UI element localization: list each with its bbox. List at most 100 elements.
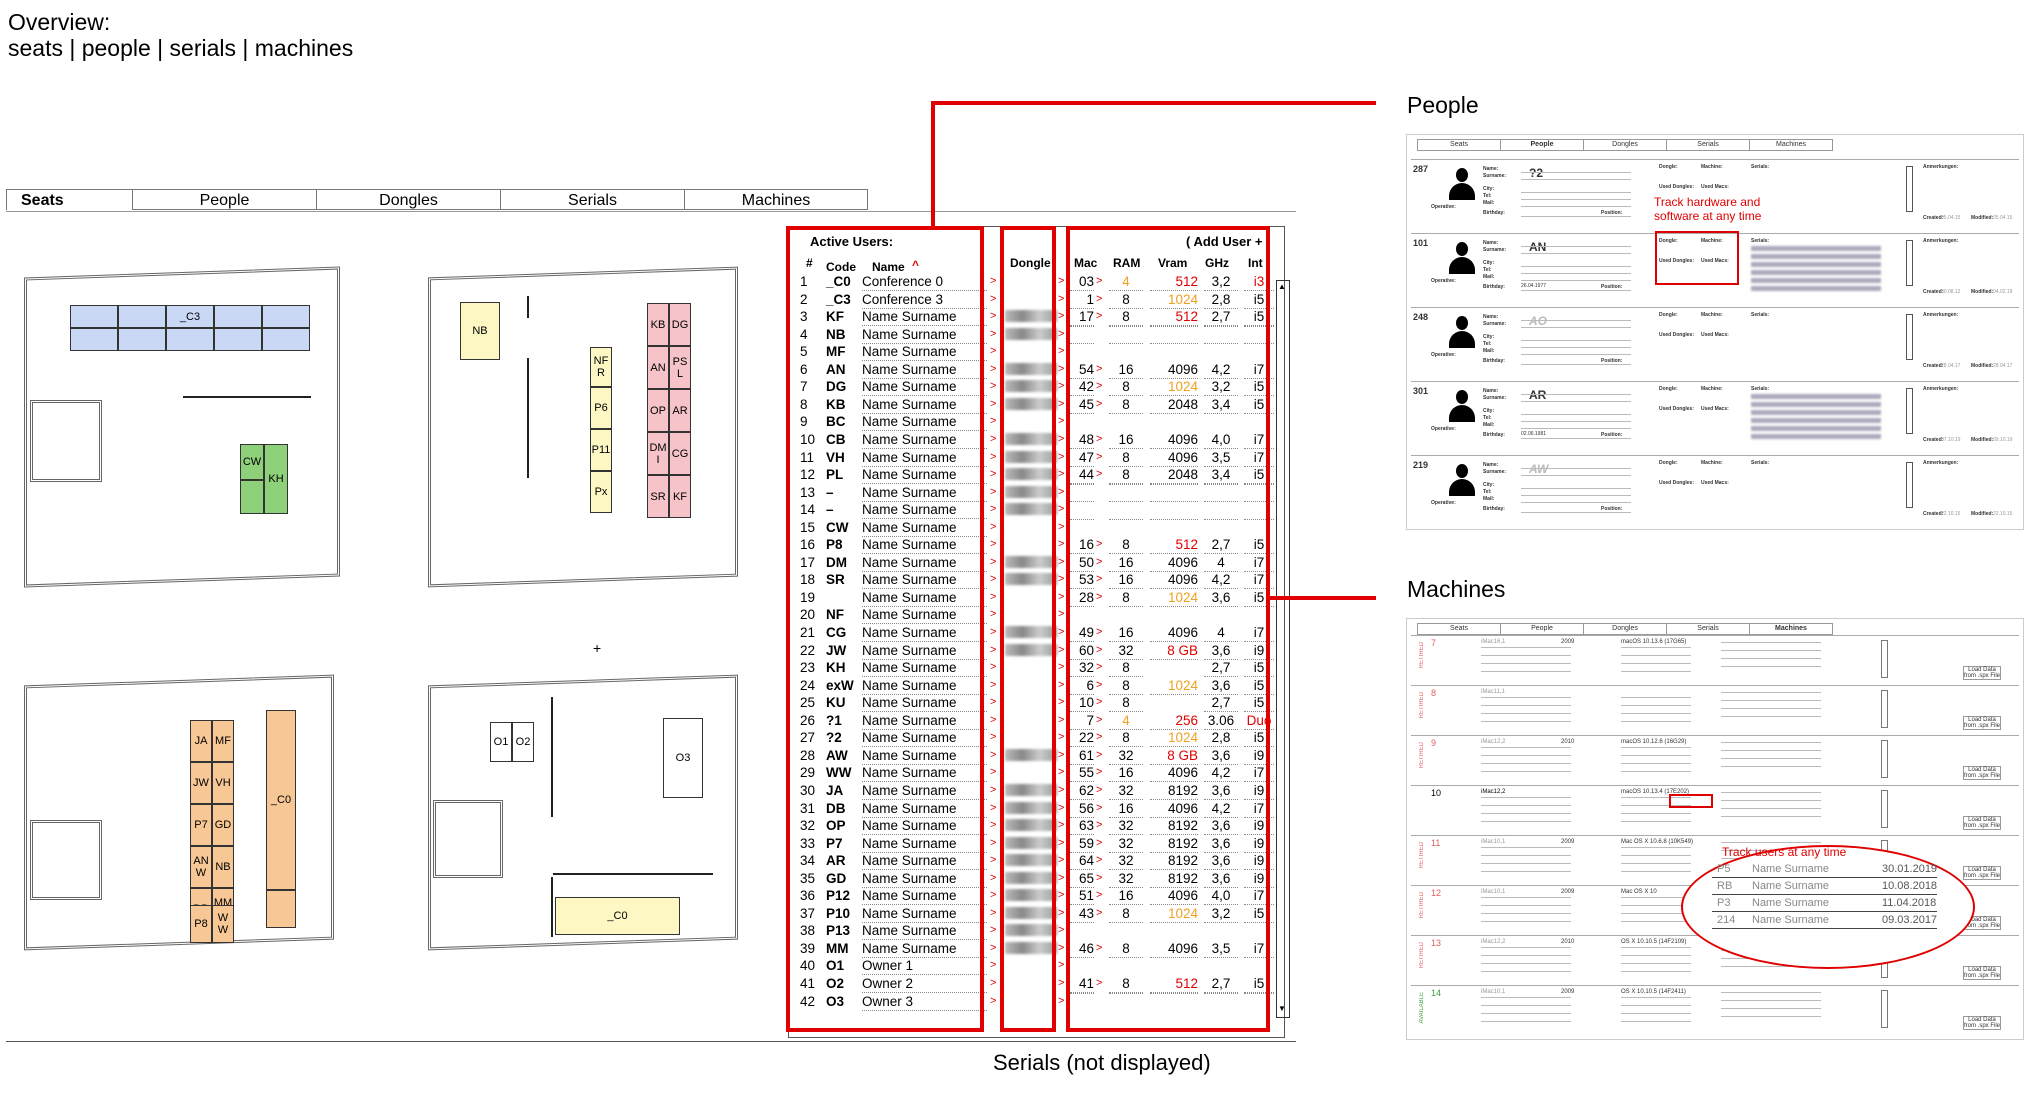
ptab-machines[interactable]: Machines xyxy=(1749,139,1833,151)
field-line[interactable] xyxy=(1621,863,1691,864)
tab-seats[interactable]: Seats xyxy=(6,189,132,210)
mac-number[interactable]: 62 xyxy=(1070,782,1094,800)
remarks-box[interactable] xyxy=(1906,462,1913,508)
tab-people[interactable]: People xyxy=(132,189,316,210)
field-line[interactable] xyxy=(1521,428,1631,429)
field-line[interactable] xyxy=(1621,1005,1691,1006)
field-line[interactable] xyxy=(1521,206,1631,207)
seat-mf[interactable]: MF xyxy=(212,720,234,762)
mac-number[interactable] xyxy=(1070,992,1094,994)
mac-number[interactable] xyxy=(1070,957,1094,959)
field-line[interactable] xyxy=(1621,747,1691,748)
field-line[interactable] xyxy=(1621,721,1691,722)
field-line[interactable] xyxy=(1621,763,1691,764)
field-line[interactable] xyxy=(1481,963,1571,964)
field-line[interactable] xyxy=(1621,897,1691,898)
field-line[interactable] xyxy=(1481,821,1571,822)
users-scrollbar[interactable] xyxy=(1276,280,1290,1018)
mac-number[interactable]: 51 xyxy=(1070,887,1094,906)
mac-number[interactable]: 59 xyxy=(1070,835,1094,853)
load-data-button[interactable]: Load Data from .spx File xyxy=(1963,666,2001,680)
ptab-seats[interactable]: Seats xyxy=(1417,139,1500,151)
field-line[interactable] xyxy=(1481,847,1571,848)
mac-number[interactable]: 61 xyxy=(1070,747,1094,765)
seat-p11[interactable]: P11 xyxy=(590,429,612,471)
field-line[interactable] xyxy=(1621,855,1691,856)
seat-nb[interactable]: NB xyxy=(212,846,234,888)
add-user-button[interactable]: ( Add User + xyxy=(1186,234,1263,249)
field-line[interactable] xyxy=(1521,253,1631,254)
load-data-button[interactable]: Load Data from .spx File xyxy=(1963,816,2001,830)
mac-number[interactable] xyxy=(1070,501,1094,503)
field-line[interactable] xyxy=(1481,855,1571,856)
field-line[interactable] xyxy=(1481,697,1571,698)
field-line[interactable] xyxy=(1621,705,1691,706)
mac-number[interactable] xyxy=(1070,343,1094,345)
mac-number[interactable]: 50 xyxy=(1070,554,1094,572)
field-line[interactable] xyxy=(1521,502,1631,503)
mac-number[interactable] xyxy=(1070,483,1094,485)
seat-ja[interactable]: JA xyxy=(190,720,212,762)
field-line[interactable] xyxy=(1481,1005,1571,1006)
ptab-serials[interactable]: Serials xyxy=(1666,139,1749,151)
seat-psl[interactable]: PS L xyxy=(669,346,691,389)
mac-number[interactable]: 28 xyxy=(1070,589,1094,607)
mac-number[interactable]: 49 xyxy=(1070,624,1094,642)
seat-kb[interactable]: KB xyxy=(647,303,669,346)
mac-number[interactable]: 64 xyxy=(1070,852,1094,871)
mac-number[interactable]: 63 xyxy=(1070,817,1094,836)
field-line[interactable] xyxy=(1521,488,1631,489)
mtab-seats[interactable]: Seats xyxy=(1417,623,1500,635)
field-line[interactable] xyxy=(1621,871,1691,872)
tab-machines[interactable]: Machines xyxy=(684,189,868,210)
field-line[interactable] xyxy=(1621,647,1691,648)
tab-serials[interactable]: Serials xyxy=(500,189,684,210)
field-line[interactable] xyxy=(1481,705,1571,706)
field-line[interactable] xyxy=(1521,495,1631,496)
field-line[interactable] xyxy=(1481,713,1571,714)
field-line[interactable] xyxy=(1481,913,1571,914)
col-code[interactable]: Code xyxy=(826,260,856,274)
mac-number[interactable]: 1 xyxy=(1070,291,1094,309)
field-line[interactable] xyxy=(1521,216,1631,217)
seat-px[interactable]: Px xyxy=(590,471,612,513)
mtab-machines[interactable]: Machines xyxy=(1749,623,1833,635)
field-line[interactable] xyxy=(1621,655,1691,656)
field-line[interactable] xyxy=(1481,763,1571,764)
mac-number[interactable]: 03 xyxy=(1070,273,1094,291)
mtab-people[interactable]: People xyxy=(1500,623,1583,635)
scroll-down-icon[interactable]: ▼ xyxy=(1278,1004,1286,1013)
field-line[interactable] xyxy=(1521,438,1631,439)
field-line[interactable] xyxy=(1621,813,1691,814)
field-line[interactable] xyxy=(1621,771,1691,772)
field-line[interactable] xyxy=(1481,955,1571,956)
field-line[interactable] xyxy=(1481,871,1571,872)
comment-box[interactable] xyxy=(1881,790,1888,828)
field-line[interactable] xyxy=(1481,755,1571,756)
mac-number[interactable]: 55 xyxy=(1070,764,1094,783)
field-line[interactable] xyxy=(1481,905,1571,906)
col-vram[interactable]: Vram xyxy=(1158,256,1188,270)
mac-number[interactable]: 60 xyxy=(1070,642,1094,660)
user-line[interactable] xyxy=(1721,750,1821,751)
seat-dmi[interactable]: DM I xyxy=(647,432,669,475)
mac-number[interactable]: 48 xyxy=(1070,431,1094,449)
seat-o2[interactable]: O2 xyxy=(512,722,534,762)
user-line[interactable] xyxy=(1721,1016,1821,1017)
field-line[interactable] xyxy=(1621,997,1691,998)
